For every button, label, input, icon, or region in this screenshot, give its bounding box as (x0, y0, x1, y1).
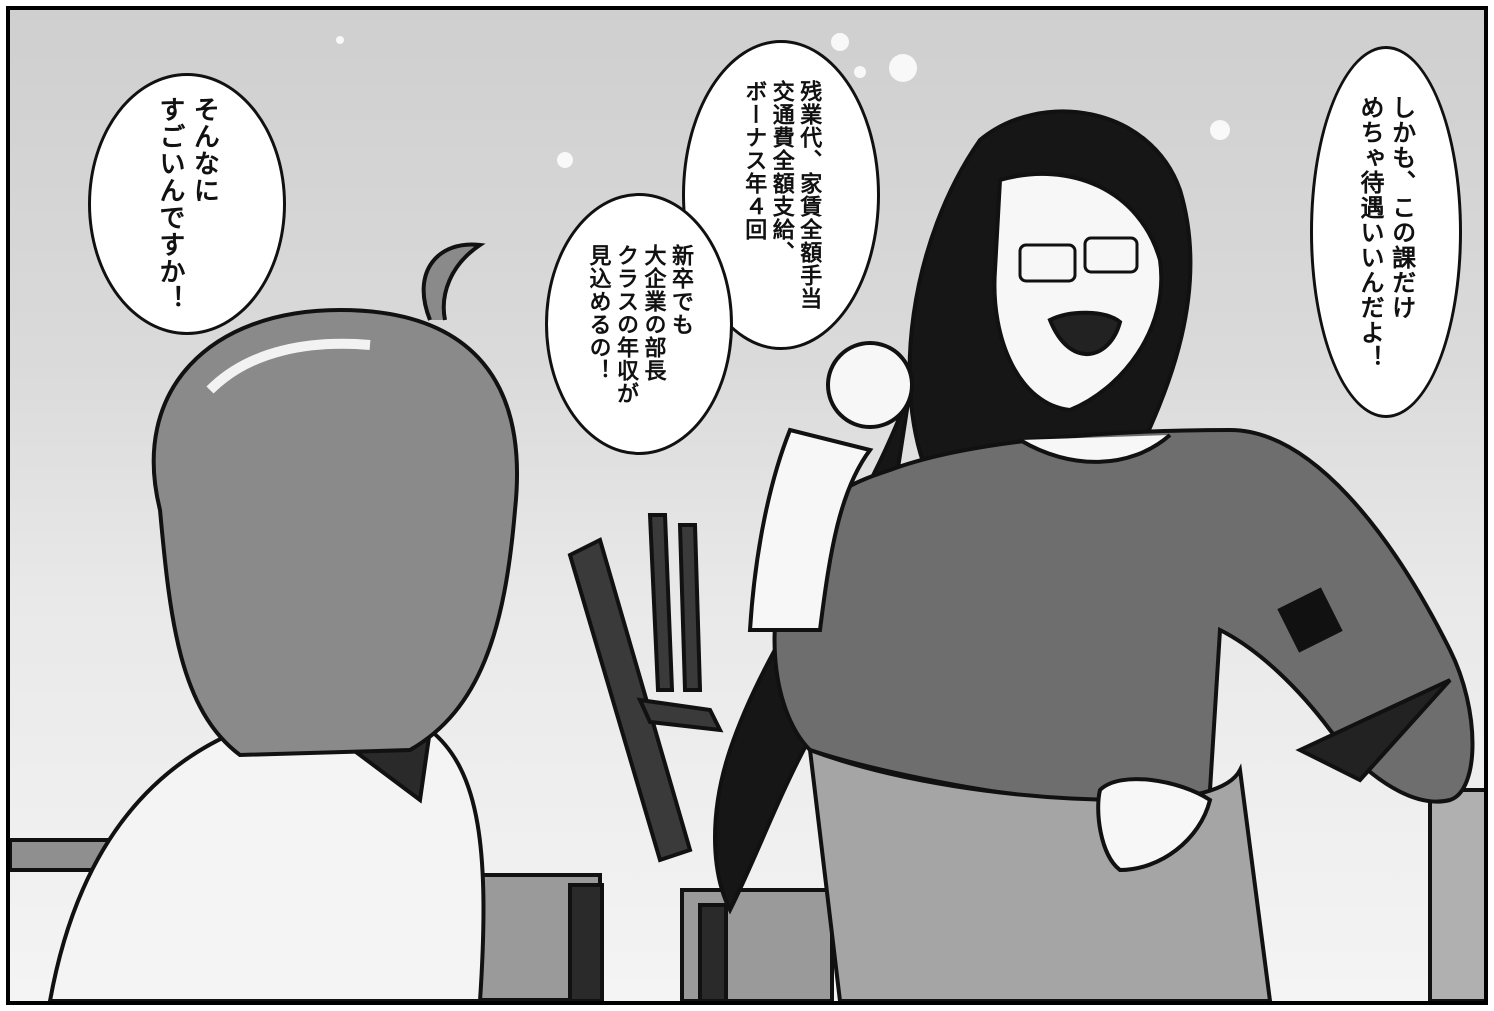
speech-text: 残業代、家賃全額手当 交通費全額支給、 ボーナス年４回 (741, 80, 823, 310)
speech-text: そんなに すごいんですか！ (155, 96, 220, 312)
speech-text: しかも、この課だけ めちゃ待遇いいんだよ！ (1356, 94, 1417, 370)
speech-text: 新卒でも 大企業の部長 クラスの年収が 見込めるの！ (585, 243, 695, 405)
speech-bubble-surprised: そんなに すごいんですか！ (88, 73, 286, 335)
panel-illustration (10, 33, 1484, 1001)
long-hair-woman (713, 109, 1475, 1001)
manga-panel: そんなに すごいんですか！ 残業代、家賃全額手当 交通費全額支給、 ボーナス年４… (6, 6, 1488, 1005)
speech-bubble-treatment: しかも、この課だけ めちゃ待遇いいんだよ！ (1310, 46, 1462, 418)
speech-bubble-salary: 新卒でも 大企業の部長 クラスの年収が 見込めるの！ (545, 193, 733, 455)
sfx-impact (567, 513, 724, 863)
short-hair-girl (47, 242, 519, 1001)
